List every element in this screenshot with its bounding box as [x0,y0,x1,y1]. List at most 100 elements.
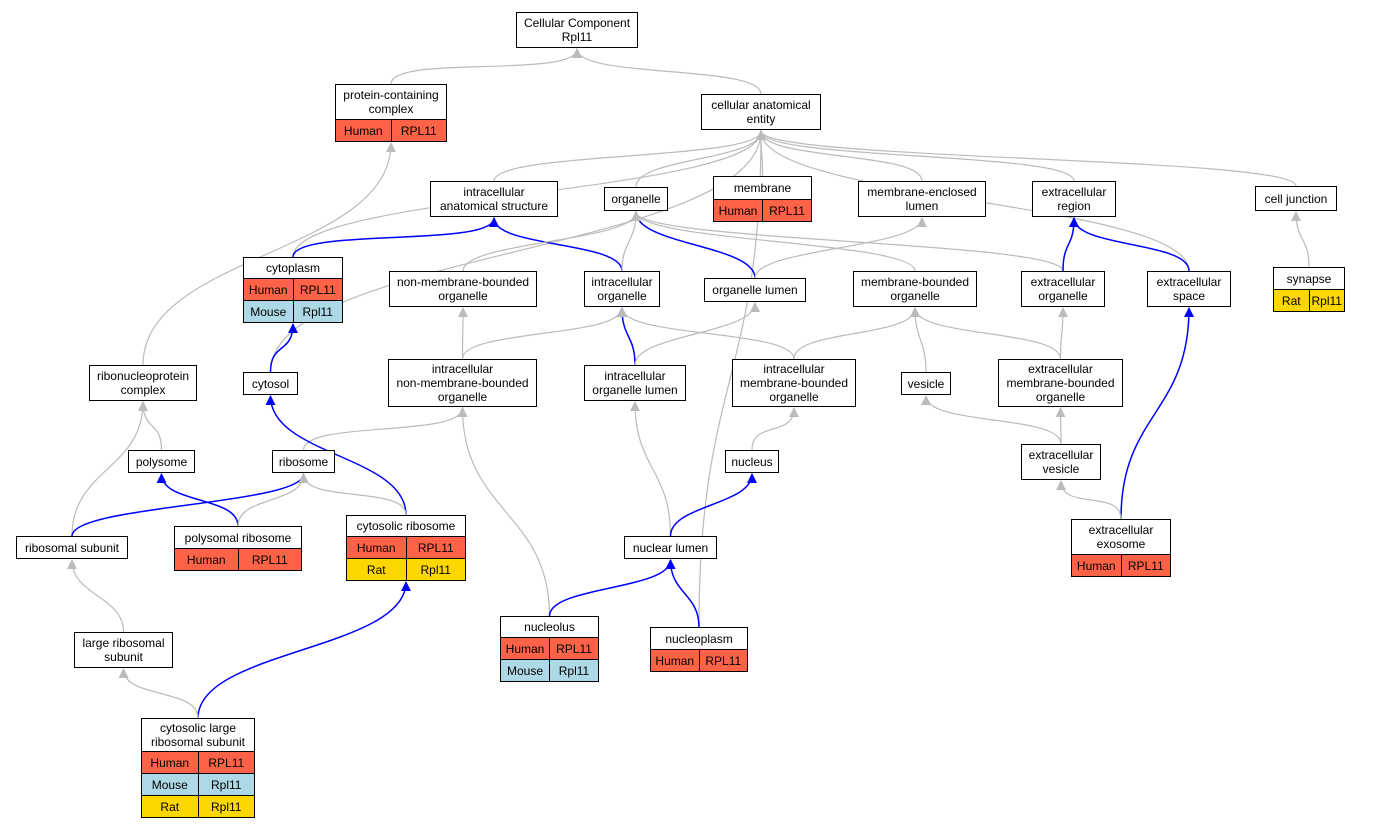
node-label-line: ribonucleoprotein [96,369,190,383]
node-label: cytosolic ribosome [347,516,465,536]
edge-extracellular-mb-organelle-to-extracellular-organelle [1057,307,1068,360]
node-vesicle[interactable]: vesicle [901,372,951,395]
node-label-line: protein-containing [343,88,439,102]
node-label-line: entity [746,112,776,126]
annotation-row: Rat Rpl11 [1274,289,1344,311]
node-ribosomal-subunit[interactable]: ribosomal subunit [16,536,128,559]
node-organelle-lumen[interactable]: organelle lumen [704,278,806,302]
gene-symbol-cell: RPL11 [390,120,447,141]
node-label-line: cytosolic ribosome [356,519,456,533]
node-label-line: organelle [890,289,940,303]
node-label-line: subunit [104,650,143,664]
node-label-line: complex [368,102,414,116]
edge-cytosolic-ribosome-to-cytosol [265,395,407,516]
node-label-line: cell junction [1264,191,1328,206]
node-label-line: polysomal ribosome [184,530,292,545]
node-cytosol[interactable]: cytosol [243,372,298,395]
gene-symbol-cell: Rpl11 [405,559,466,580]
node-nucleus[interactable]: nucleus [725,450,779,473]
node-label: nuclear lumen [625,537,716,558]
node-label: nucleoplasm [651,628,747,649]
node-label-line: cytoplasm [265,261,321,275]
gene-symbol-cell: RPL11 [698,650,748,671]
node-label-line: membrane-bounded [860,275,970,289]
node-label-line: space [1172,289,1206,303]
species-cell: Rat [1281,293,1301,308]
node-cell-junction[interactable]: cell junction [1255,186,1337,211]
edge-extracellular-vesicle-to-extracellular-mb-organelle [1055,407,1066,445]
node-ribosome[interactable]: ribosome [272,450,335,473]
node-label-line: polysome [135,454,188,469]
node-polysome[interactable]: polysome [128,450,195,473]
gene-symbol-cell: RPL11 [405,537,466,558]
node-organelle[interactable]: organelle [604,187,668,211]
edge-cytosol-to-cytoplasm [269,323,298,373]
species-cell: Human [186,552,226,567]
gene-symbol-cell: Rpl11 [197,796,255,817]
node-label: synapse [1274,268,1344,289]
gene-symbol-cell: Rpl11 [1308,290,1345,311]
node-label-line: Cellular Component [523,16,631,30]
node-label-line: organelle [1038,289,1088,303]
edge-organelle-lumen-to-organelle [631,211,756,279]
node-label-line: organelle [438,289,488,303]
node-label: ribosome [273,451,334,472]
edge-intracellular-nmb-organelle-to-non-membrane-bounded-organelle [457,307,468,360]
node-label-line: region [1057,199,1091,213]
edge-intracellular-mb-organelle-to-membrane-bounded-organelle [793,307,920,360]
node-label: nucleus [726,451,778,472]
node-label-line: extracellular [1028,362,1093,376]
edge-extracellular-organelle-to-extracellular-region [1062,217,1079,272]
node-label-line: cytosolic large [159,721,237,735]
node-label-line: nucleolus [524,620,575,634]
species-cell: Rat [366,562,386,577]
gene-symbol-cell: Rpl11 [292,301,343,322]
edge-cytoplasm-to-intracellular-anatomical-structure [292,217,499,258]
node-label-line: vesicle [907,376,945,391]
node-nuclear-lumen[interactable]: nuclear lumen [624,536,717,559]
node-label: vesicle [902,373,950,394]
edge-extracellular-mb-organelle-to-membrane-bounded-organelle [910,307,1062,360]
node-label-line: membrane-bounded [739,376,849,390]
